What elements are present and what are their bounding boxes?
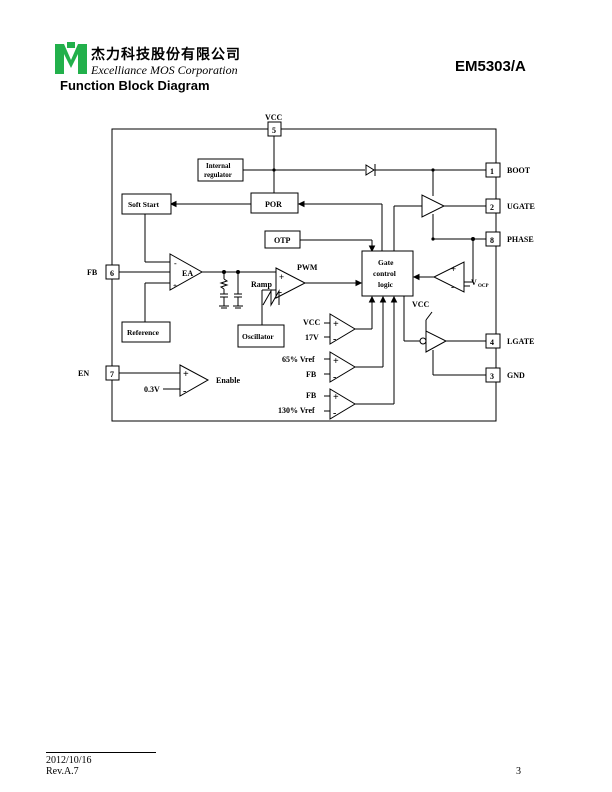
svg-text:-: - [333, 372, 336, 383]
pin-8-box [485, 231, 501, 247]
svg-text:+: + [173, 282, 177, 290]
pwm-label: PWM [297, 263, 318, 272]
pin-7-number: 7 [110, 370, 114, 379]
svg-text:+: + [333, 319, 339, 330]
ugate-driver-icon [421, 194, 446, 218]
lgate-driver-icon [425, 330, 448, 353]
internal-regulator-label-2: regulator [204, 171, 232, 179]
company-name-en: Excelliance MOS Corporation [91, 63, 238, 77]
por-label: POR [265, 200, 282, 209]
svg-text:-: - [333, 408, 336, 419]
ramp-label: Ramp [251, 280, 272, 289]
svg-text:+: + [451, 264, 456, 274]
svg-text:-: - [174, 259, 177, 268]
svg-text:-: - [183, 386, 186, 397]
svg-text:-: - [451, 282, 454, 292]
svg-text:+: + [183, 369, 189, 380]
svg-text:+: + [333, 356, 339, 367]
por-block [250, 192, 299, 214]
pin-phase-label: PHASE [507, 235, 534, 244]
oscillator-label: Oscillator [242, 332, 274, 341]
pin-ugate-label: UGATE [507, 202, 535, 211]
pin-3-box [485, 367, 501, 383]
soft-start-block [121, 193, 172, 215]
en-threshold-label: 0.3V [144, 385, 160, 394]
gate-logic-label-1: Gate [378, 258, 394, 267]
footer-revision: Rev.A.7 [46, 766, 79, 777]
pin-2-number: 2 [490, 203, 494, 212]
svg-text:-: - [333, 334, 336, 345]
svg-text:+: + [333, 392, 339, 403]
page-number: 3 [516, 766, 521, 777]
pin-2-box [485, 198, 501, 214]
company-logo-icon [55, 42, 87, 74]
enable-label: Enable [216, 376, 240, 385]
ocp-comparator-icon [432, 261, 465, 293]
footer-rule [46, 752, 156, 753]
boot-diode-icon [365, 164, 375, 176]
pin-en-label: EN [78, 369, 89, 378]
pin-vcc-label: VCC [265, 113, 283, 122]
lgate-inverter-bubble-icon [419, 337, 427, 345]
pin-1-number: 1 [490, 167, 494, 176]
otp-label: OTP [274, 236, 291, 245]
pin-5-number: 5 [272, 126, 276, 135]
pin-boot-label: BOOT [507, 166, 531, 175]
pin-4-box [485, 333, 501, 349]
pin-8-number: 8 [490, 236, 494, 245]
internal-regulator-label-1: Internal [206, 162, 231, 170]
pin-4-number: 4 [490, 338, 494, 347]
reference-label: Reference [127, 328, 160, 337]
gate-logic-label-3: logic [378, 280, 394, 289]
pin-6-number: 6 [110, 269, 114, 278]
vocp-label: V [471, 278, 477, 287]
svg-text:+: + [279, 272, 284, 282]
pin-1-box [485, 162, 501, 178]
uvp-comparator-icon [329, 351, 356, 383]
pin-3-number: 3 [490, 372, 494, 381]
reference-block [121, 321, 171, 343]
ea-label: EA [182, 269, 193, 278]
section-title: Function Block Diagram [60, 78, 210, 93]
vcc-comparator-icon [329, 313, 356, 345]
lgate-vcc-label: VCC [412, 300, 430, 309]
pwm-comparator-icon [275, 267, 307, 299]
cmp-17v-label: 17V [305, 333, 319, 342]
cmp-fb-label-1: FB [306, 370, 317, 379]
footer-date: 2012/10/16 [46, 755, 92, 766]
oscillator-block [237, 324, 285, 348]
cmp-vcc-label: VCC [303, 318, 321, 327]
cmp-fb-label-2: FB [306, 391, 317, 400]
soft-start-label: Soft Start [128, 200, 160, 209]
cmp-130-vref-label: 130% Vref [278, 406, 315, 415]
pin-lgate-label: LGATE [507, 337, 534, 346]
part-number: EM5303/A [455, 58, 526, 75]
error-amplifier-icon [169, 253, 204, 291]
cmp-65-vref-label: 65% Vref [282, 355, 315, 364]
svg-text:-: - [279, 287, 282, 297]
company-name-cn: 杰力科技股份有限公司 [91, 47, 241, 63]
vocp-subscript: OCP [478, 284, 489, 289]
ramp-waveform-icon [262, 289, 280, 307]
pin-fb-label: FB [87, 268, 98, 277]
enable-comparator-icon [179, 364, 210, 397]
ovp-comparator-icon [329, 388, 356, 420]
pin-gnd-label: GND [507, 371, 525, 380]
gate-logic-label-2: control [373, 269, 396, 278]
gate-control-logic-block [361, 250, 414, 297]
